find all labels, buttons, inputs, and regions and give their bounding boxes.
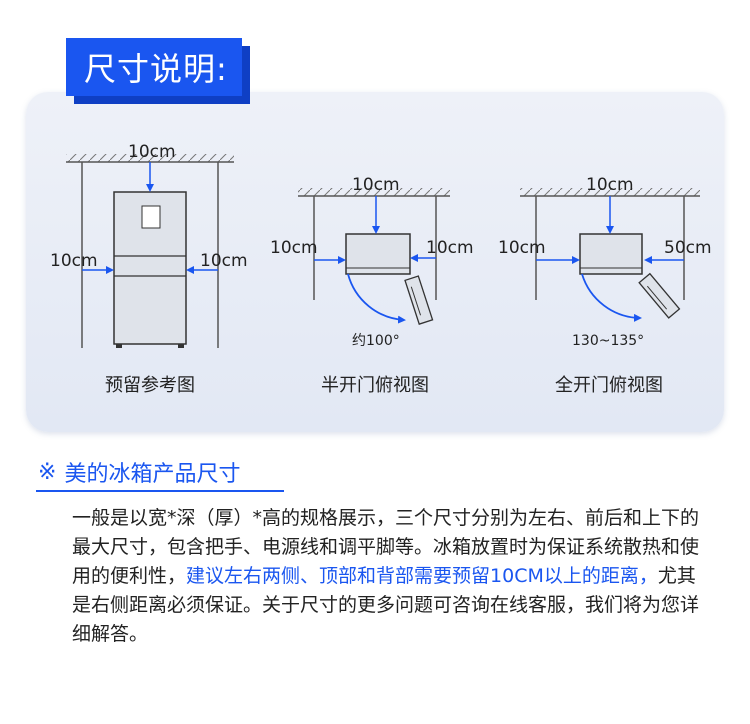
diagram-front-view: 10cm 10cm 10cm 预留参考图: [50, 142, 248, 396]
description-text-2: 尤其是右侧距离必须保证。关于尺寸的更多问题可咨询在线客服，我们将为您详细解答。: [72, 565, 700, 645]
diagram-half-open: 10cm 10cm 10cm 约100° 半开门俯视图: [270, 175, 474, 396]
description-highlight: 建议左右两侧、顶部和背部需要预留10CM以上的距离，: [186, 565, 658, 587]
top-gap-label: 10cm: [352, 175, 400, 195]
caption-half-open: 半开门俯视图: [321, 375, 429, 396]
top-gap-label: 10cm: [586, 175, 634, 195]
fridge-foot-left: [116, 344, 122, 348]
top-gap-label: 10cm: [128, 142, 176, 162]
back-wall-hatch: [298, 188, 450, 196]
caption-full-open: 全开门俯视图: [555, 375, 663, 396]
clearance-diagrams: 10cm 10cm 10cm 预留参考图 10cm 10cm 10cm 约100…: [50, 142, 712, 396]
right-gap-label: 10cm: [200, 251, 248, 271]
fridge-display: [141, 205, 161, 229]
reference-mark-icon: ※: [38, 459, 57, 485]
angle-label: 130~135°: [572, 333, 644, 349]
right-gap-label: 50cm: [664, 238, 712, 258]
fridge-top: [345, 233, 411, 275]
diagram-full-open: 10cm 10cm 50cm 130~135° 全开门俯视图: [498, 175, 712, 396]
left-gap-label: 10cm: [270, 238, 318, 258]
open-door: [638, 272, 681, 319]
section-title: ※ 美的冰箱产品尺寸: [38, 452, 240, 492]
left-gap-label: 10cm: [498, 238, 546, 258]
caption-front-view: 预留参考图: [105, 375, 195, 396]
open-door: [404, 275, 434, 325]
right-gap-label: 10cm: [426, 238, 474, 258]
section-title-text: 美的冰箱产品尺寸: [64, 462, 241, 487]
section-underline: [36, 490, 284, 492]
ceiling-hatch: [66, 154, 234, 162]
description-paragraph: 一般是以宽*深（厚）*高的规格展示，三个尺寸分别为左右、前后和上下的最大尺寸，包…: [72, 504, 712, 649]
left-gap-label: 10cm: [50, 251, 98, 271]
door-swing-arc: [347, 273, 406, 324]
page-title: 尺寸说明:: [66, 38, 242, 96]
description-text-1: 一般是以宽*深（厚）*高的规格展示，三个尺寸分别为左右、前后和上下的最大尺寸，包…: [72, 507, 700, 587]
back-wall-hatch: [520, 188, 700, 196]
fridge-foot-right: [178, 344, 184, 348]
fridge-top: [579, 233, 643, 275]
angle-label: 约100°: [352, 333, 400, 349]
door-swing-arc: [581, 273, 642, 322]
